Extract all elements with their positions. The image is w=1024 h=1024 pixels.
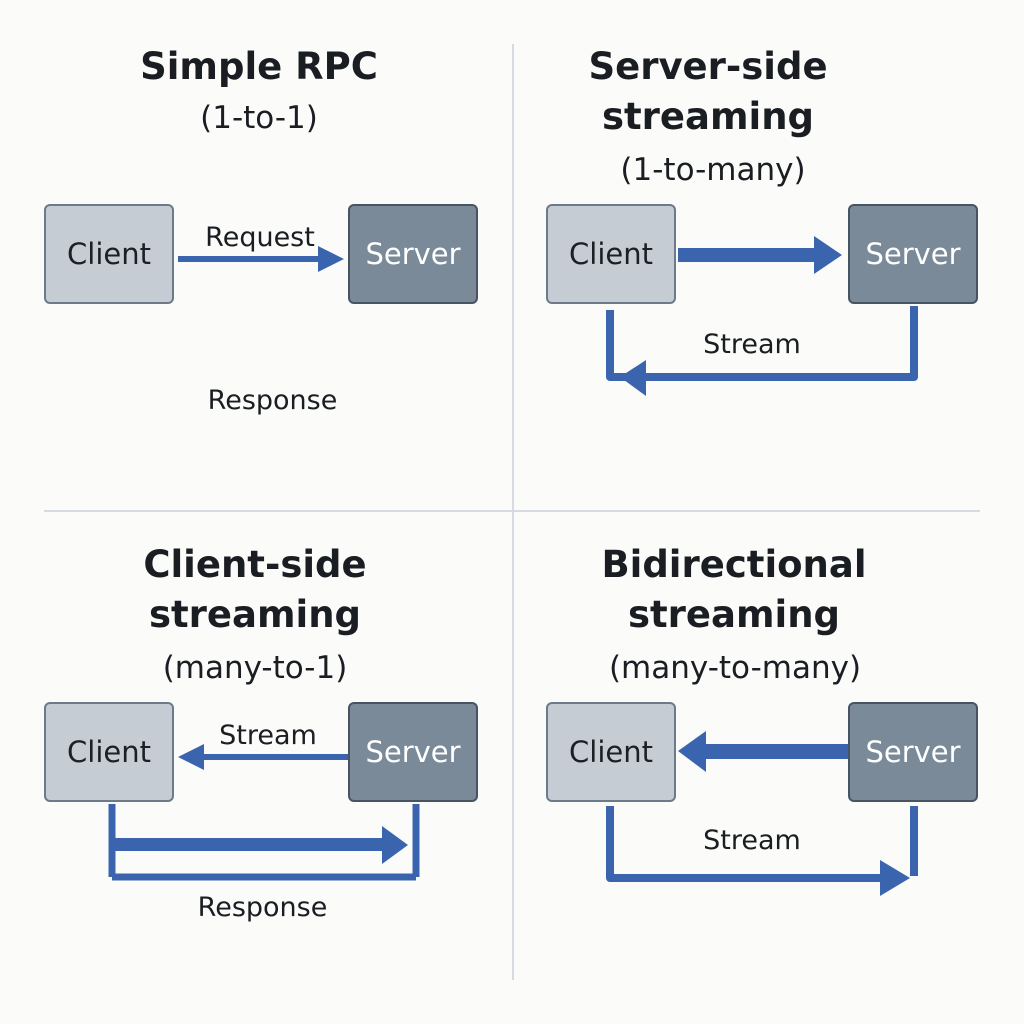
response-label: Response xyxy=(197,892,328,923)
stream-arrow-server-to-client xyxy=(678,731,850,772)
server-box: Server xyxy=(348,702,478,802)
client-box: Client xyxy=(546,204,676,304)
horizontal-divider-right xyxy=(514,510,980,512)
stream-arrow xyxy=(606,306,918,396)
stream-arrow xyxy=(178,744,348,770)
panel-title-line-2: streaming xyxy=(148,593,362,636)
client-box: Client xyxy=(546,702,676,802)
horizontal-divider-left xyxy=(44,510,512,512)
panel-subtitle: (many-to-many) xyxy=(608,650,862,686)
panel-title: Simple RPC xyxy=(140,45,378,88)
panel-title-line-1: Client-side xyxy=(143,543,367,586)
panel-subtitle: (1-to-many) xyxy=(620,152,806,188)
panel-title-line-2: streaming xyxy=(601,95,815,138)
stream-arrow-client-to-server xyxy=(606,806,918,896)
server-box: Server xyxy=(848,702,978,802)
client-box: Client xyxy=(44,702,174,802)
server-box: Server xyxy=(848,204,978,304)
vertical-divider xyxy=(512,44,514,980)
stream-label: Stream xyxy=(703,825,801,856)
request-arrow xyxy=(678,236,842,274)
panel-title-line-1: Bidirectional xyxy=(601,543,867,586)
response-label: Response xyxy=(207,385,338,416)
panel-subtitle: (1-to-1) xyxy=(200,100,318,136)
request-label: Request xyxy=(205,222,315,253)
server-box: Server xyxy=(348,204,478,304)
response-arrow xyxy=(108,804,420,881)
request-arrow xyxy=(178,246,344,272)
panel-title-line-2: streaming xyxy=(627,593,841,636)
client-box: Client xyxy=(44,204,174,304)
panel-subtitle: (many-to-1) xyxy=(162,650,348,686)
panel-title-line-1: Server-side xyxy=(588,45,828,88)
stream-label: Stream xyxy=(219,720,317,751)
stream-label: Stream xyxy=(703,329,801,360)
